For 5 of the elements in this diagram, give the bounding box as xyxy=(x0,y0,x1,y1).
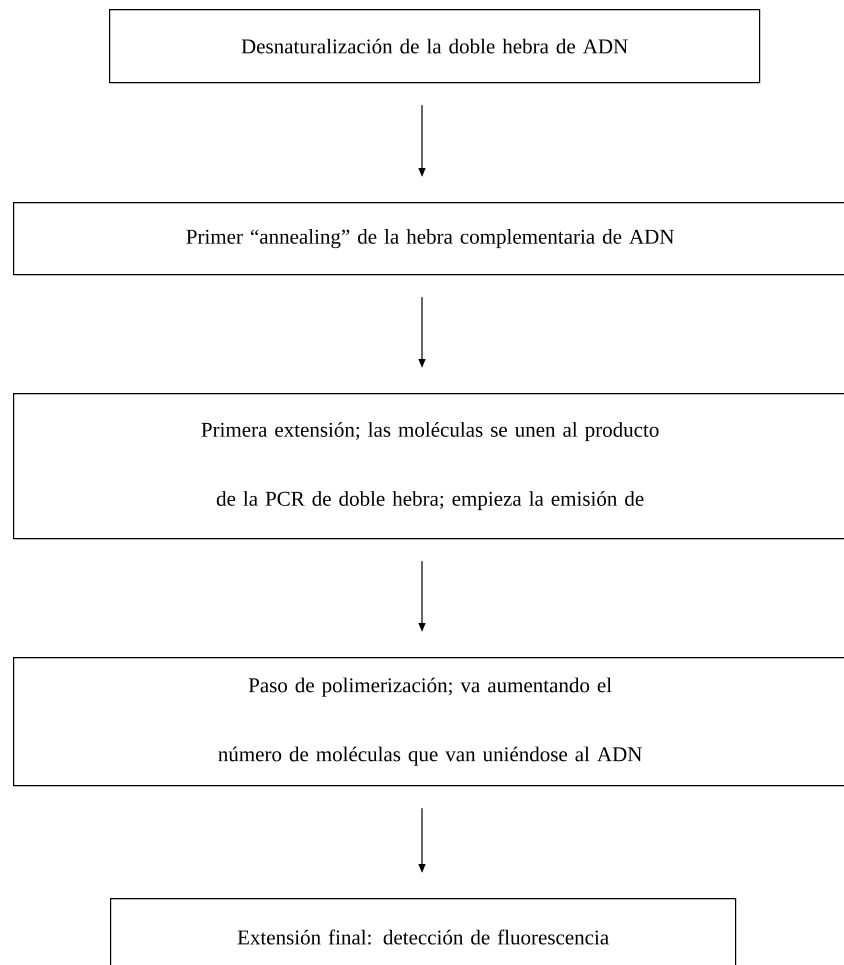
process-box: Extensión final: detección de fluorescencia xyxy=(110,898,736,965)
process-box: Desnaturalización de la doble hebra de ADN xyxy=(109,9,760,84)
process-box: Primera extensión; las moléculas se unen al producto de la PCR de doble hebra; empieza la emisión de xyxy=(13,393,844,540)
process-box: Paso de polimerización; va aumentando el número de moléculas que van uniéndose al ADN xyxy=(13,657,844,786)
process-box: Primer “annealing” de la hebra complementaria de ADN xyxy=(13,202,844,276)
